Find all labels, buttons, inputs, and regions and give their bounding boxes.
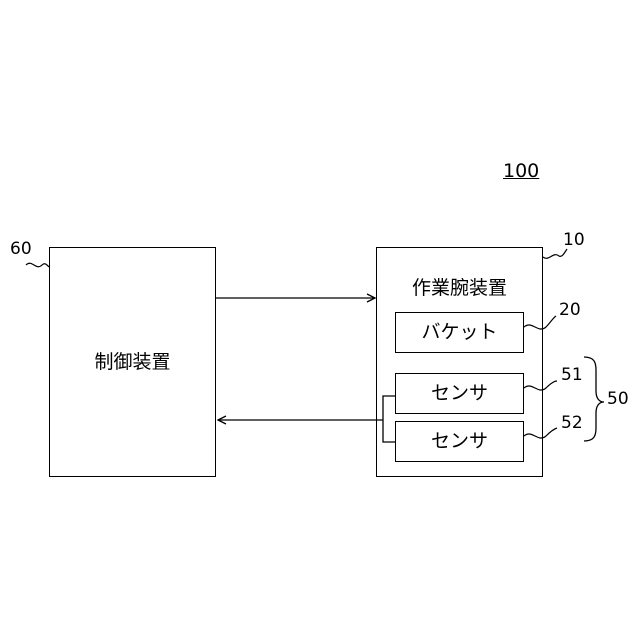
leader-20 bbox=[524, 316, 556, 329]
leader-10 bbox=[543, 249, 567, 258]
leader-60 bbox=[26, 263, 49, 267]
sensor-bracket bbox=[383, 396, 395, 442]
brace-50 bbox=[584, 357, 604, 441]
leader-51 bbox=[524, 381, 557, 390]
leader-52 bbox=[524, 428, 557, 438]
